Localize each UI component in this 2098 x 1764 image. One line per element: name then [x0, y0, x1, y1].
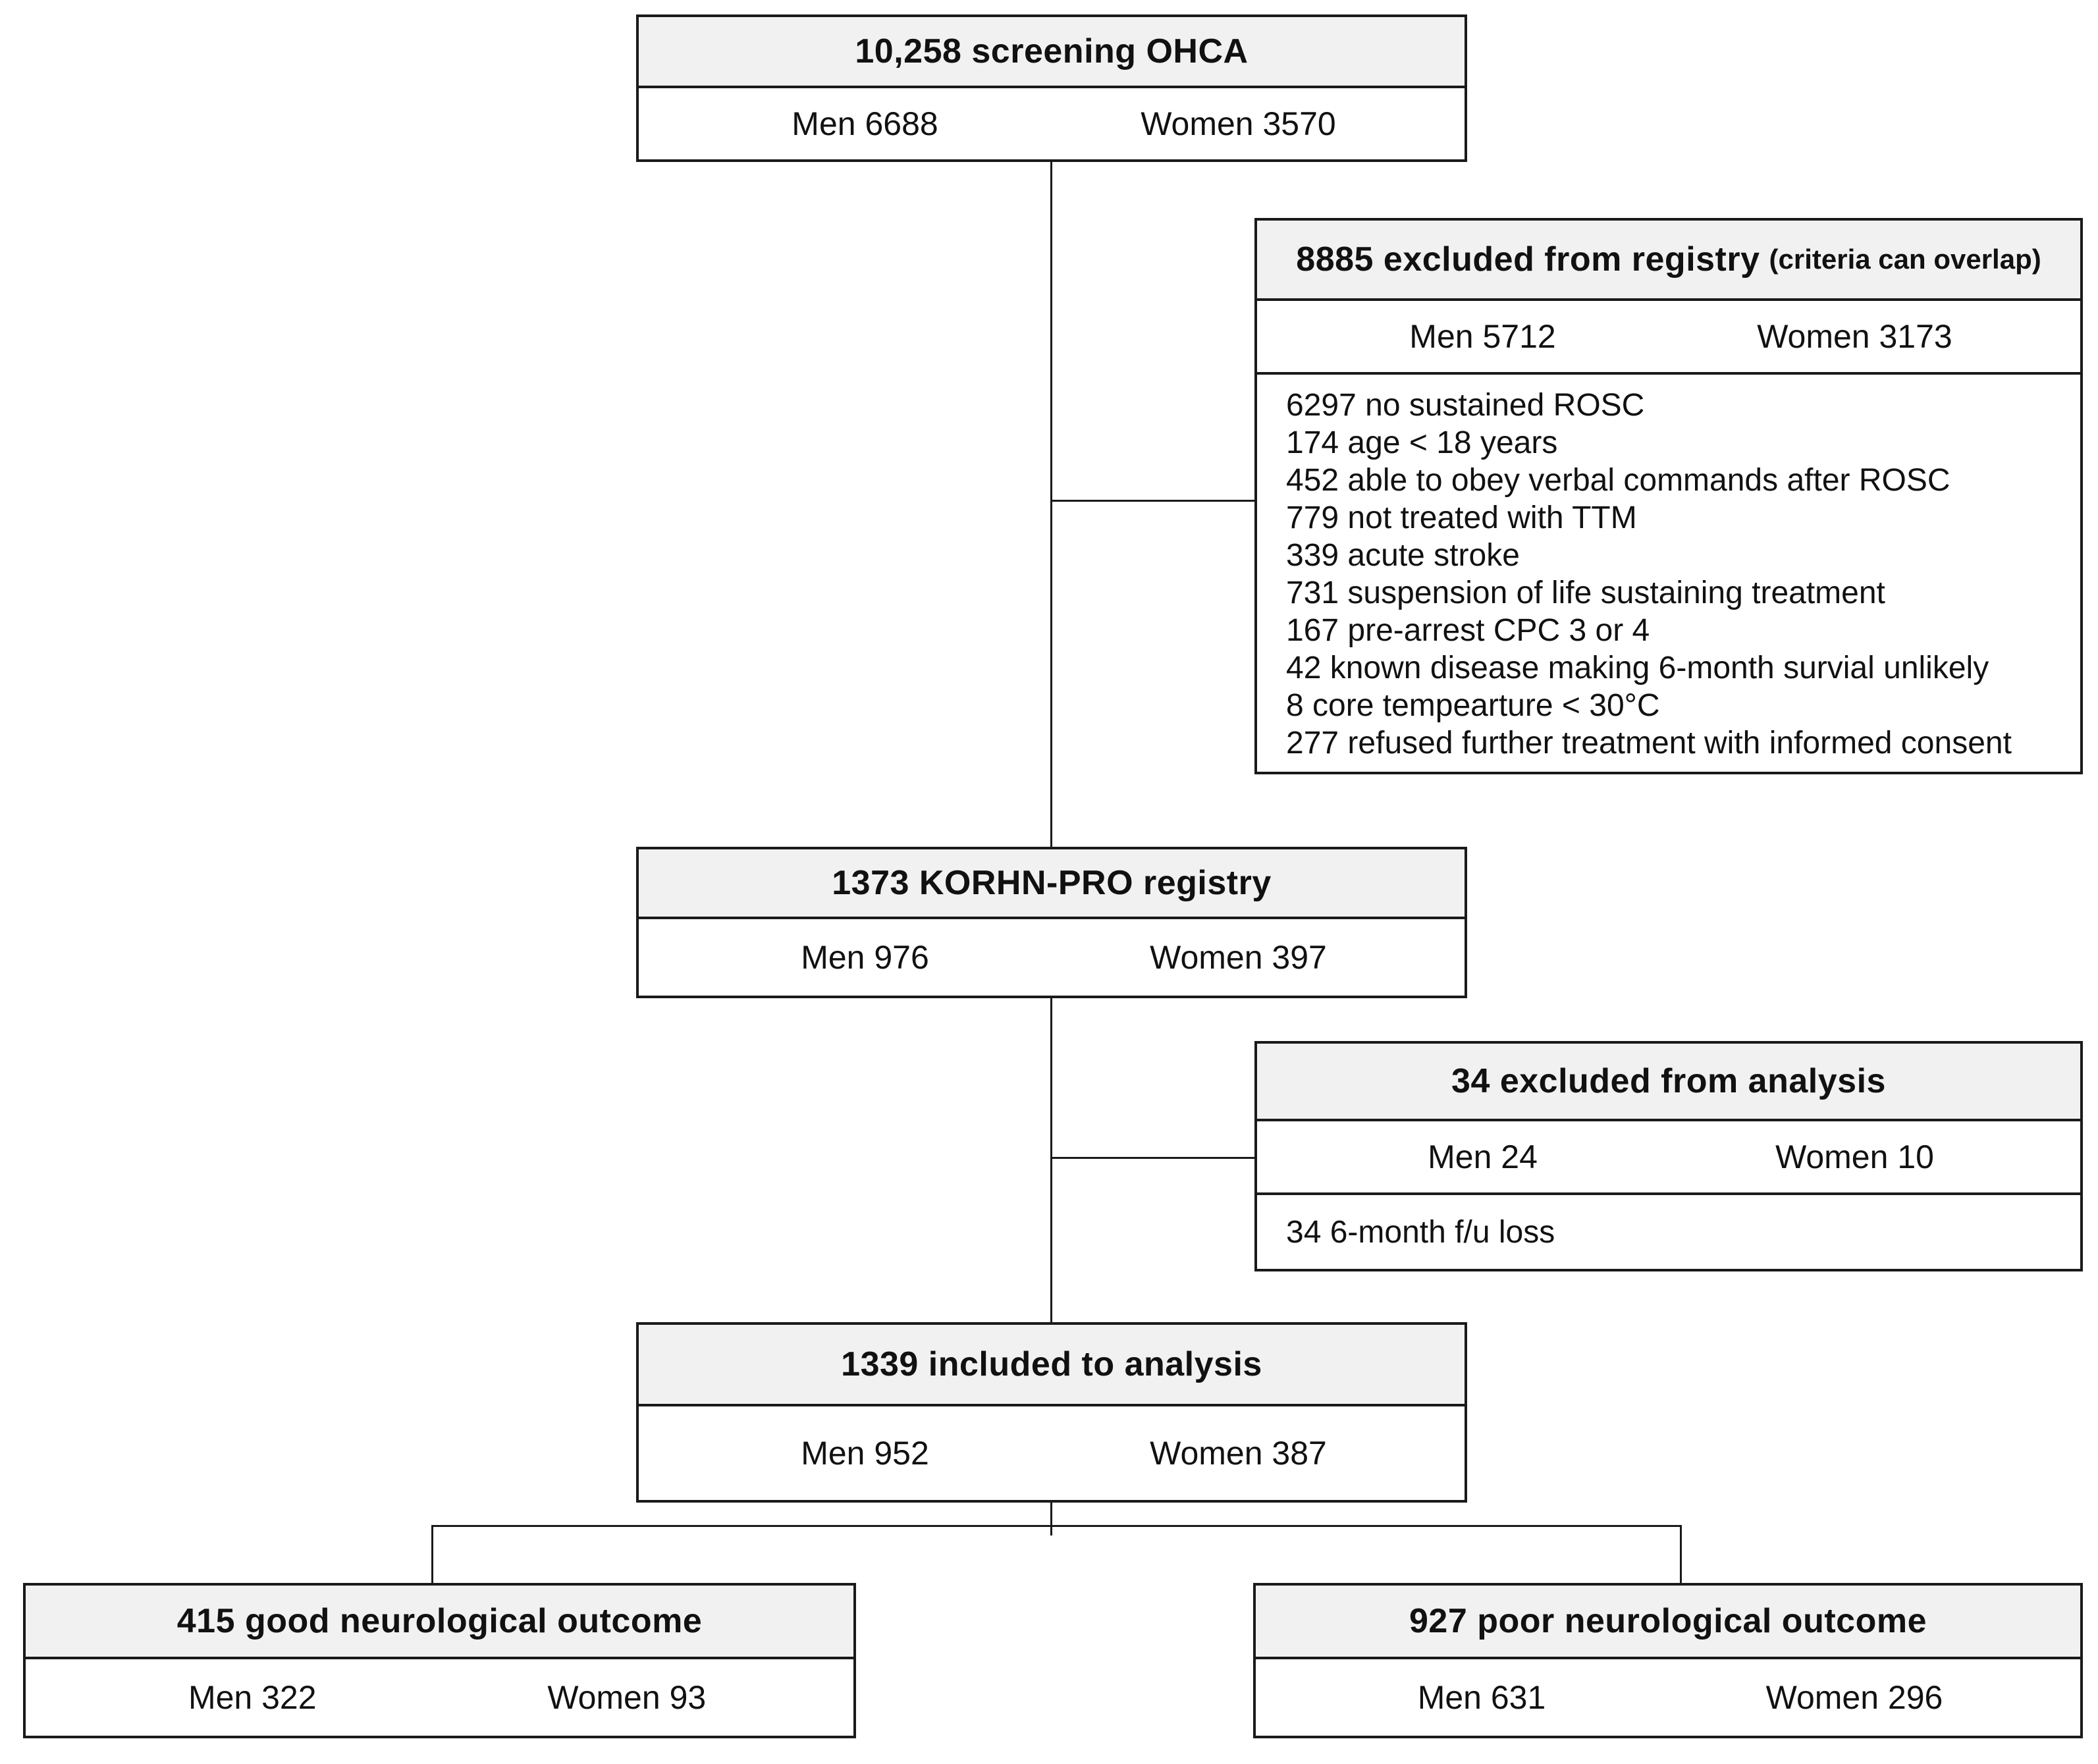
men-count: Men 322 — [188, 1679, 317, 1716]
men-count: Men 6688 — [792, 105, 938, 142]
exclusion-reason: 174 age < 18 years — [1286, 425, 1558, 460]
box-title: 1339 included to analysis — [841, 1345, 1262, 1383]
connector-split-to-poor — [1680, 1525, 1682, 1583]
men-women-row: Men 322 Women 93 — [26, 1659, 853, 1736]
men-count: Men 976 — [801, 939, 929, 976]
box-header: 34 excluded from analysis — [1257, 1044, 2080, 1121]
men-women-row: Men 976 Women 397 — [639, 919, 1465, 996]
exclusion-reason: 731 suspension of life sustaining treatm… — [1286, 575, 1885, 610]
men-women-row: Men 952 Women 387 — [639, 1406, 1465, 1500]
box-title: 34 excluded from analysis — [1451, 1062, 1886, 1100]
exclusion-reason: 277 refused further treatment with infor… — [1286, 726, 2012, 761]
women-count: Women 296 — [1765, 1679, 1943, 1716]
connector-split-to-good — [431, 1525, 433, 1583]
box-title: 8885 excluded from registry — [1296, 240, 1760, 279]
connector-korhn-to-included — [1050, 998, 1052, 1322]
box-good-neurological-outcome: 415 good neurological outcome Men 322 Wo… — [23, 1583, 856, 1738]
box-excluded-from-analysis: 34 excluded from analysis Men 24 Women 1… — [1254, 1041, 2083, 1271]
connector-included-to-split — [1050, 1503, 1052, 1536]
men-count: Men 631 — [1417, 1679, 1546, 1716]
exclusion-reason: 6297 no sustained ROSC — [1286, 388, 1645, 423]
box-title: 1373 KORHN-PRO registry — [832, 864, 1272, 902]
connector-branch-excluded-analysis — [1050, 1157, 1254, 1159]
box-title: 10,258 screening OHCA — [855, 32, 1249, 70]
exclusion-reason: 42 known disease making 6-month survial … — [1286, 651, 1989, 685]
exclusion-reason: 8 core tempearture < 30°C — [1286, 688, 1660, 723]
exclusion-reason: 779 not treated with TTM — [1286, 500, 1637, 535]
men-women-row: Men 6688 Women 3570 — [639, 88, 1465, 159]
men-count: Men 5712 — [1409, 318, 1556, 355]
exclusion-reason: 167 pre-arrest CPC 3 or 4 — [1286, 613, 1650, 648]
box-title: 415 good neurological outcome — [176, 1602, 703, 1640]
box-title-note: (criteria can overlap) — [1769, 244, 2041, 275]
women-count: Women 397 — [1150, 939, 1327, 976]
box-excluded-from-registry: 8885 excluded from registry (criteria ca… — [1254, 218, 2083, 774]
exclusion-reason-list: 6297 no sustained ROSC 174 age < 18 year… — [1257, 375, 2080, 772]
men-women-row: Men 5712 Women 3173 — [1257, 301, 2080, 375]
connector-split-horizontal — [431, 1525, 1682, 1527]
men-count: Men 952 — [801, 1435, 929, 1472]
connector-branch-excluded-registry — [1050, 500, 1254, 502]
box-header: 10,258 screening OHCA — [639, 17, 1465, 88]
exclusion-reason: 339 acute stroke — [1286, 538, 1520, 573]
women-count: Women 3570 — [1141, 105, 1336, 142]
men-women-row: Men 631 Women 296 — [1256, 1659, 2080, 1736]
women-count: Women 93 — [547, 1679, 707, 1716]
box-poor-neurological-outcome: 927 poor neurological outcome Men 631 Wo… — [1253, 1583, 2083, 1738]
box-header: 8885 excluded from registry (criteria ca… — [1257, 221, 2080, 301]
box-screening-ohca: 10,258 screening OHCA Men 6688 Women 357… — [636, 14, 1467, 162]
box-included-to-analysis: 1339 included to analysis Men 952 Women … — [636, 1322, 1467, 1503]
box-header: 1339 included to analysis — [639, 1325, 1465, 1406]
men-count: Men 24 — [1428, 1138, 1538, 1175]
women-count: Women 3173 — [1757, 318, 1952, 355]
exclusion-reason: 34 6-month f/u loss — [1286, 1214, 1555, 1250]
box-header: 1373 KORHN-PRO registry — [639, 849, 1465, 919]
women-count: Women 387 — [1150, 1435, 1327, 1472]
men-women-row: Men 24 Women 10 — [1257, 1121, 2080, 1195]
connector-screening-to-korhn — [1050, 162, 1052, 847]
exclusion-reason: 452 able to obey verbal commands after R… — [1286, 463, 1950, 498]
women-count: Women 10 — [1775, 1138, 1934, 1175]
box-title: 927 poor neurological outcome — [1409, 1602, 1927, 1640]
box-korhn-pro-registry: 1373 KORHN-PRO registry Men 976 Women 39… — [636, 847, 1467, 998]
box-header: 927 poor neurological outcome — [1256, 1586, 2080, 1659]
box-header: 415 good neurological outcome — [26, 1586, 853, 1659]
